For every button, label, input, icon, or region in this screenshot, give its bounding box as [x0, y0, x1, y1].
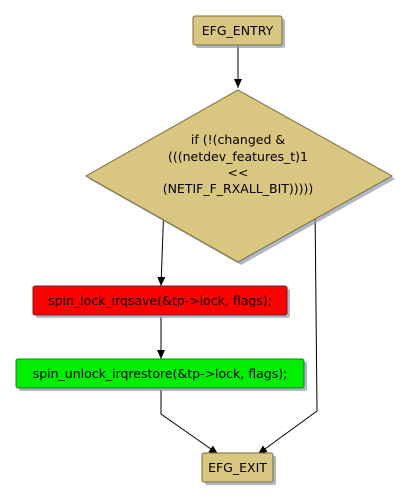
decision-diamond: [84, 89, 394, 263]
edge-decision-to-exit: [257, 202, 318, 455]
lock-node: spin_lock_irqsave(&tp->lock, flags);: [32, 285, 290, 318]
lock-label: spin_lock_irqsave(&tp->lock, flags);: [48, 293, 272, 308]
lock-box: [32, 285, 288, 316]
entry-label: EFG_ENTRY: [202, 23, 274, 38]
edge-unlock-to-exit: [160, 390, 219, 455]
entry-node: EFG_ENTRY: [192, 15, 285, 48]
decision-line-2: (((netdev_features_t)1: [168, 149, 308, 164]
exit-box: [201, 452, 274, 483]
decision-node: if (!(changed & (((netdev_features_t)1 <…: [84, 89, 395, 265]
entry-box: [192, 15, 283, 46]
unlock-label: spin_unlock_irqrestore(&tp->lock, flags)…: [33, 366, 288, 381]
unlock-node: spin_unlock_irqrestore(&tp->lock, flags)…: [15, 358, 307, 391]
exit-label: EFG_EXIT: [208, 460, 267, 475]
exit-node: EFG_EXIT: [201, 452, 276, 485]
decision-line-3: <<: [228, 165, 249, 180]
decision-line-1: if (!(changed &: [191, 132, 286, 147]
unlock-box: [15, 358, 305, 389]
decision-line-4: (NETIF_F_RXALL_BIT))))): [163, 181, 314, 196]
